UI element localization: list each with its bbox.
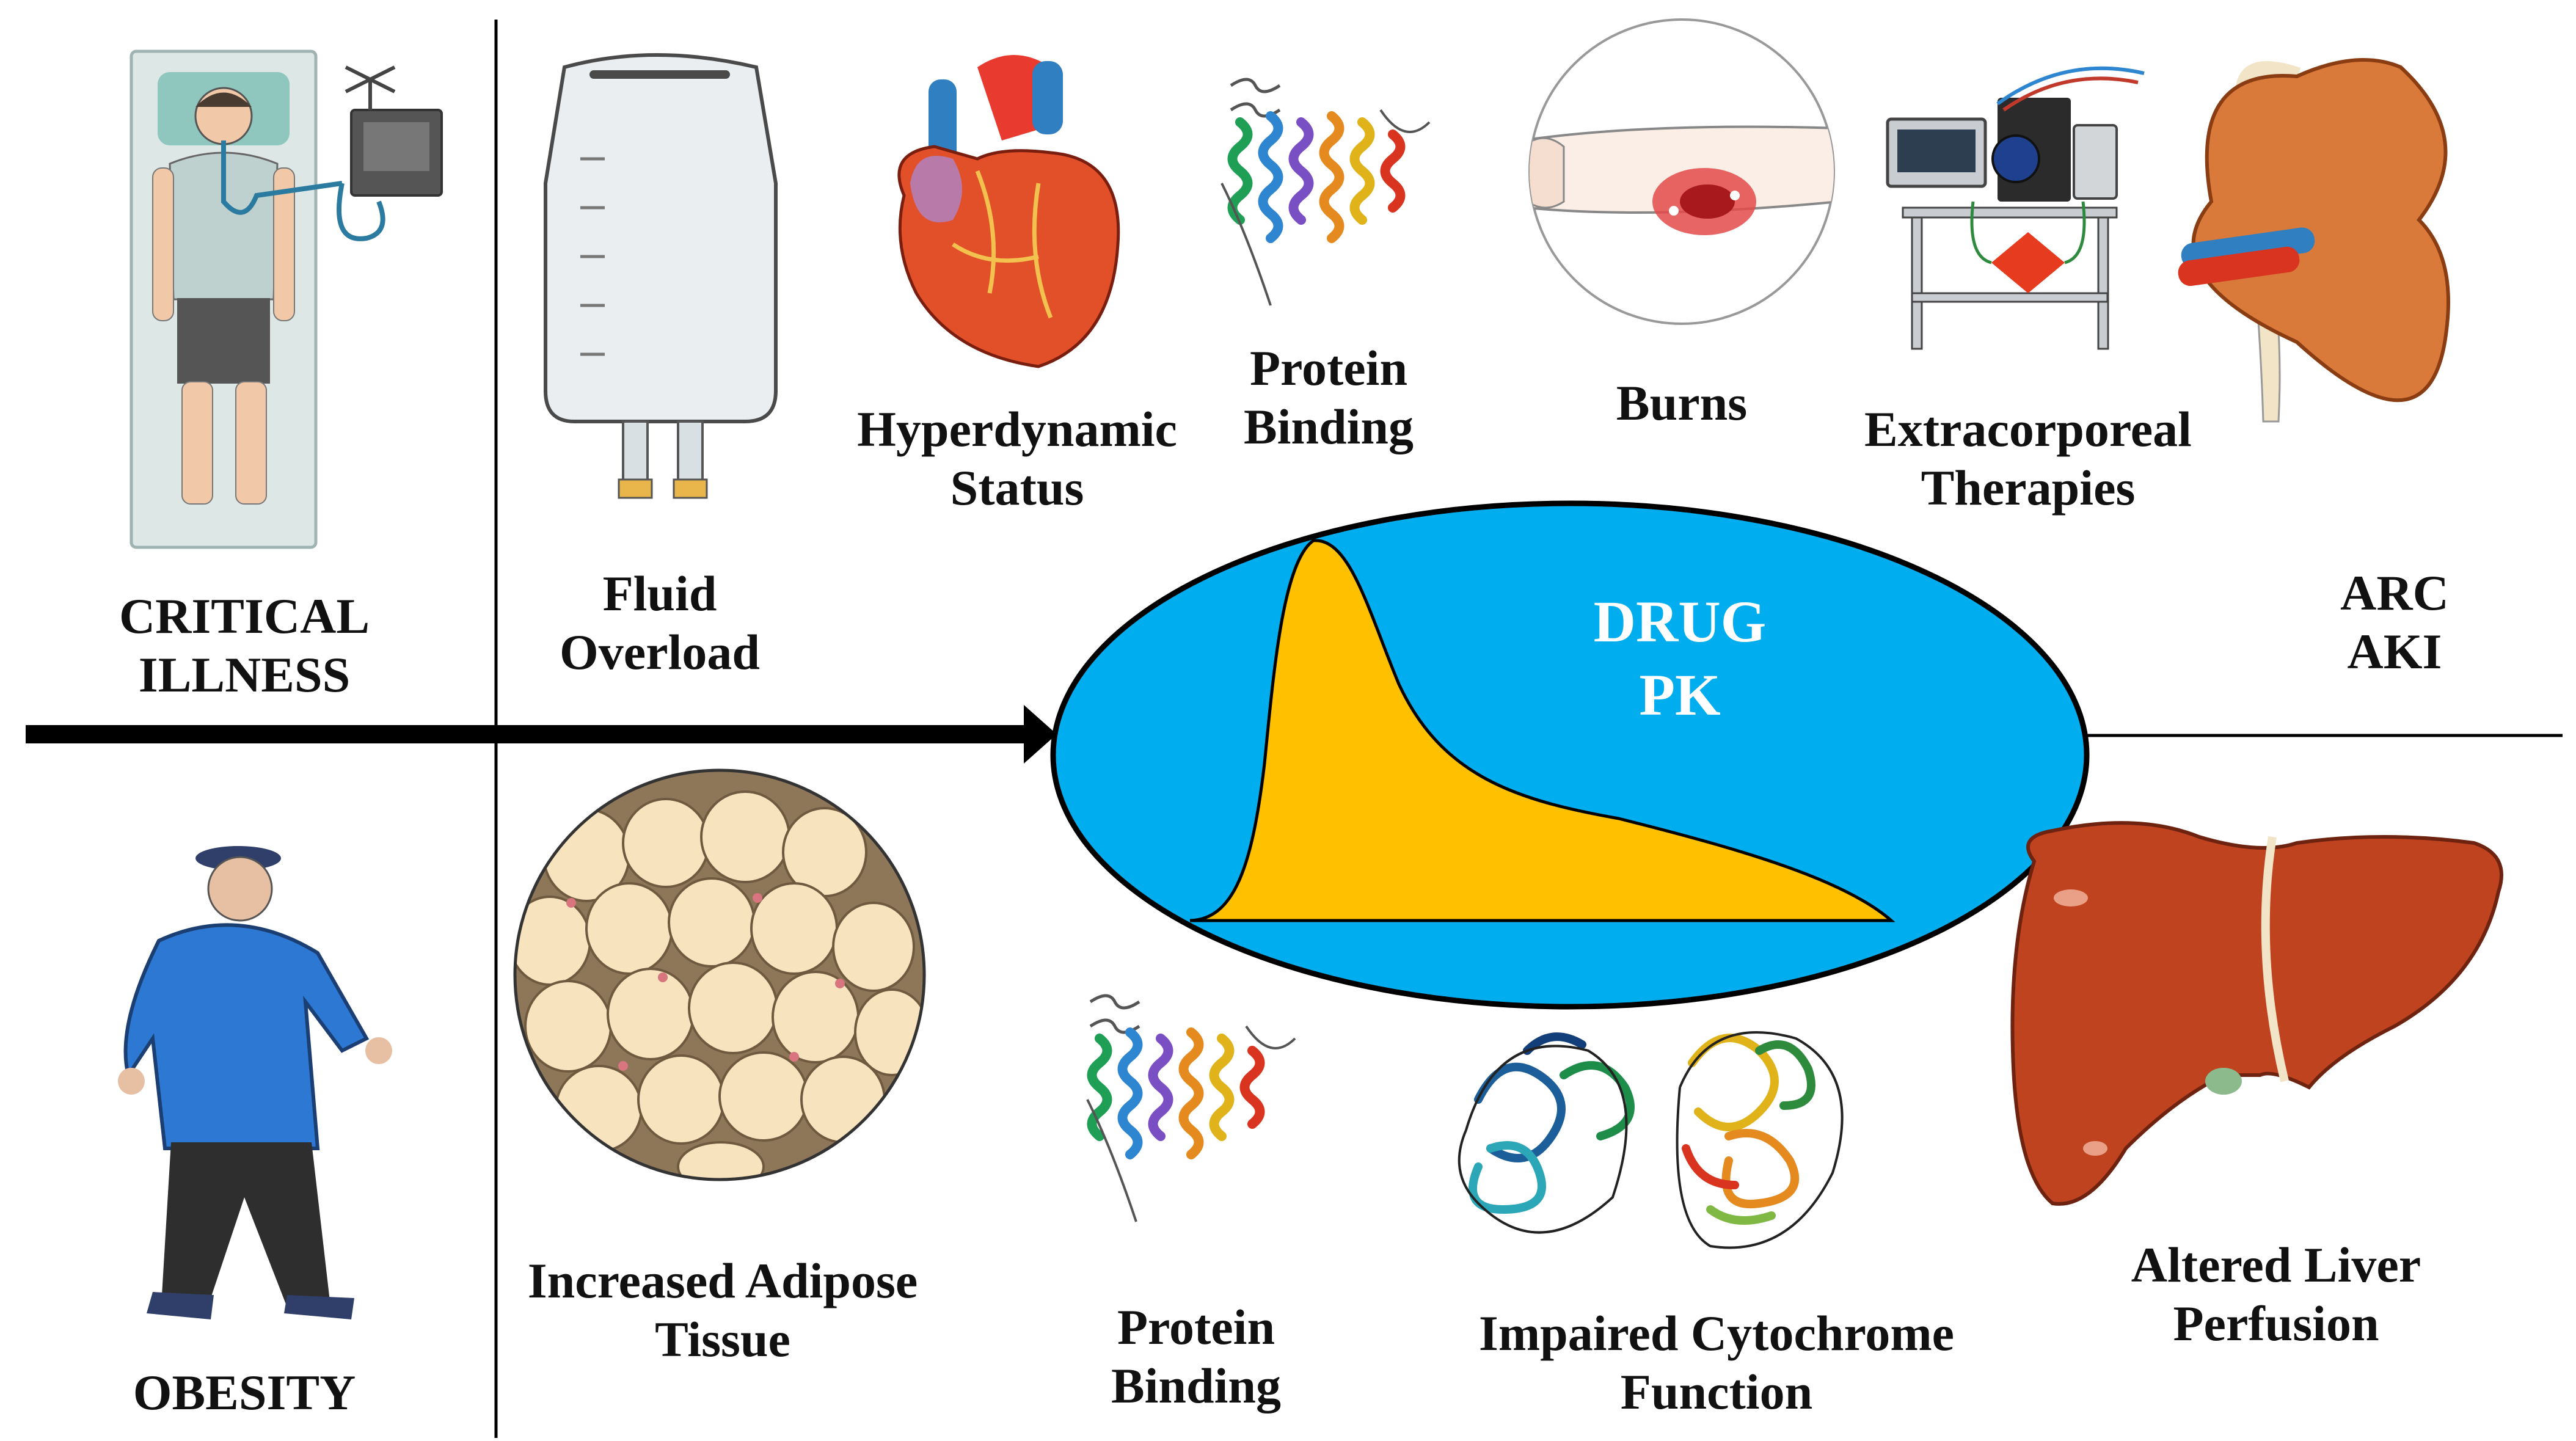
burns-label: Burns: [1616, 375, 1748, 431]
extracorporeal-machine-icon: [1886, 66, 2145, 350]
main-arrow: [26, 705, 1057, 764]
heart-icon: [897, 55, 1120, 368]
burned-arm-icon: [1528, 18, 1835, 325]
protein-ribbon-icon-bottom: [1086, 994, 1296, 1222]
adipose-tissue-icon: [513, 768, 926, 1181]
kidney-icon: [2178, 58, 2450, 423]
cytochrome-enzyme-icon: [1458, 1031, 1844, 1249]
bedridden-patient-icon: [130, 49, 443, 549]
obesity-label: OBESITY: [133, 1365, 356, 1420]
drug-pk-ellipse: [1050, 500, 2090, 1010]
concentration-curve: [1189, 539, 1896, 922]
iv-bag-icon: [544, 53, 778, 499]
walking-man-icon: [118, 846, 392, 1319]
protein-ribbon-icon: [1220, 78, 1431, 306]
liver-icon: [2010, 821, 2503, 1206]
